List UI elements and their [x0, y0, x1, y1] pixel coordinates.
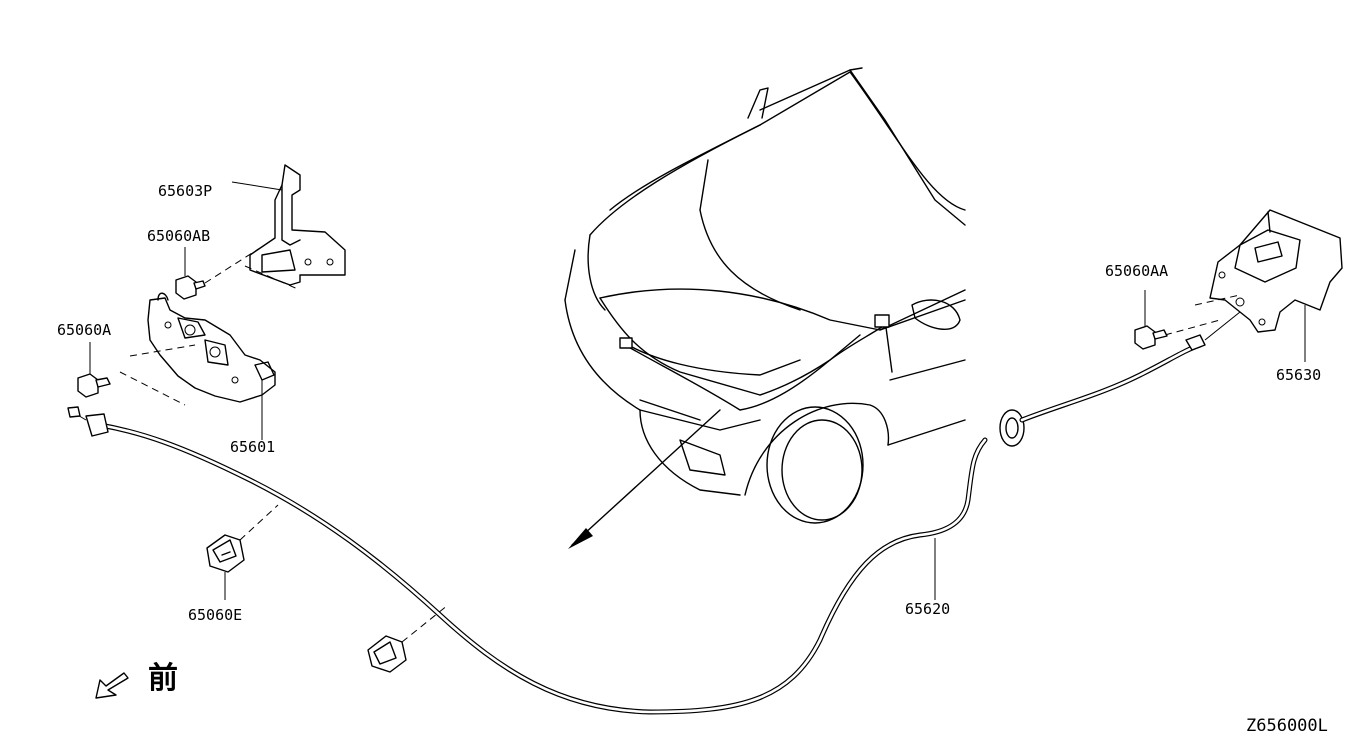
part-65630-release-handle: [1164, 209, 1343, 362]
label-65060AB: 65060AB: [147, 227, 210, 245]
clip-secondary: [367, 604, 449, 673]
front-arrow-icon: [95, 672, 129, 699]
part-65060E-clip: [206, 504, 279, 600]
label-65060AA: 65060AA: [1105, 262, 1168, 280]
label-65620: 65620: [905, 600, 950, 618]
front-label: 前: [148, 661, 178, 696]
vehicle-front-illustration: [564, 67, 966, 549]
part-65060AB-bolt: [175, 247, 301, 300]
label-65630: 65630: [1276, 366, 1321, 384]
part-65620-cable: [67, 311, 1241, 715]
label-65603P: 65603P: [158, 182, 212, 200]
part-65603P-bracket: [231, 164, 346, 286]
part-65601-hood-lock: [119, 292, 276, 440]
part-65060AA-bolt: [1134, 290, 1168, 350]
label-65601: 65601: [230, 438, 275, 456]
label-65060A: 65060A: [57, 321, 111, 339]
part-65060A-bolt: [77, 342, 111, 398]
front-direction-indicator: 前: [95, 661, 178, 699]
diagram-code: Z656000L: [1246, 716, 1328, 736]
label-65060E: 65060E: [188, 606, 242, 624]
